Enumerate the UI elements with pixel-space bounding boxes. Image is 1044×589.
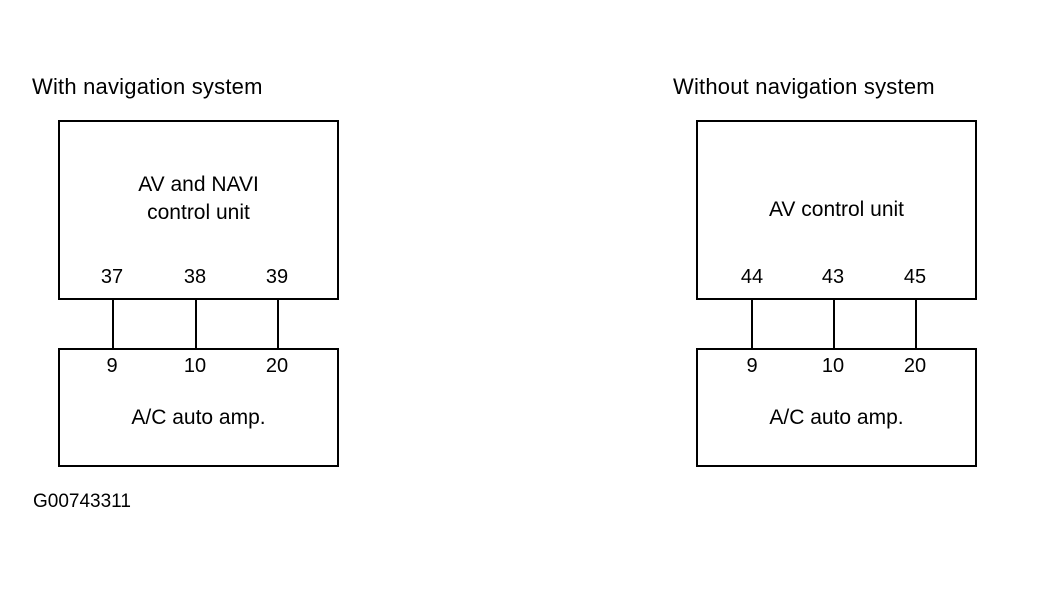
connector-line-45-to-20 [915,299,917,349]
connector-line-44-to-9 [751,299,753,349]
pin-label-10-right: 10 [821,355,845,377]
group-title-without-navigation: Without navigation system [673,74,935,99]
ac-auto-amp-label-left: A/C auto amp. [131,406,266,429]
pin-label-37: 37 [100,266,124,288]
pin-label-9-left: 9 [106,355,118,377]
av-and-navi-control-unit-box [58,120,339,300]
pin-label-9-right: 9 [746,355,758,377]
ac-auto-amp-box-right [696,348,977,467]
pin-label-20-right: 20 [903,355,927,377]
av-control-unit-box [696,120,977,300]
av-and-navi-control-unit-label-line1: AV and NAVI [138,173,259,196]
pin-label-39: 39 [265,266,289,288]
pin-label-43: 43 [821,266,845,288]
av-control-unit-label: AV control unit [768,198,904,221]
ac-auto-amp-label-right: A/C auto amp. [769,406,904,429]
connector-line-43-to-10 [833,299,835,349]
pin-label-38: 38 [183,266,207,288]
connector-line-38-to-10 [195,299,197,349]
connector-line-39-to-20 [277,299,279,349]
av-and-navi-control-unit-label-line2: control unit [147,201,250,224]
pin-label-10-left: 10 [183,355,207,377]
group-title-with-navigation: With navigation system [32,74,263,99]
connector-line-37-to-9 [112,299,114,349]
ac-auto-amp-box-left [58,348,339,467]
pin-label-44: 44 [740,266,764,288]
figure-caption: G00743311 [33,491,131,512]
pin-label-45: 45 [903,266,927,288]
pin-label-20-left: 20 [265,355,289,377]
